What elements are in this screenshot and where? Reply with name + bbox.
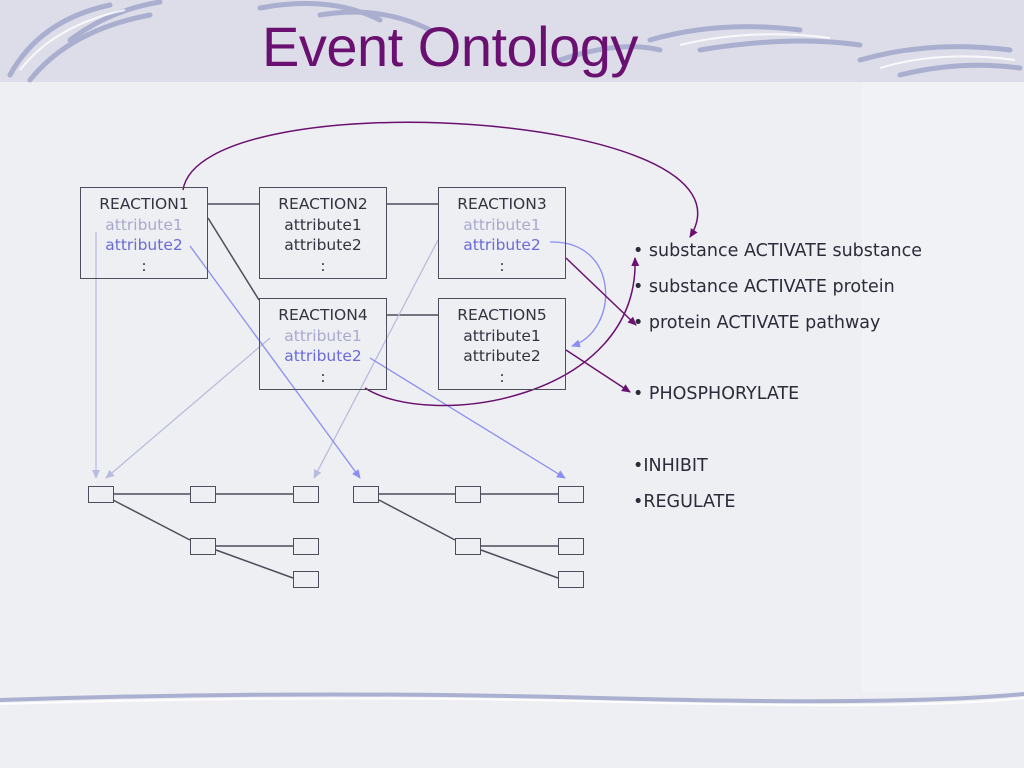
arrow-r3-to-pathway (565, 257, 637, 326)
arrow-r4-attr2-down (369, 357, 566, 479)
reaction3-attribute1: attribute1 (463, 215, 541, 234)
event-type-regulate: •REGULATE (633, 492, 736, 512)
tree-right-node (558, 538, 584, 555)
tree-right-node (558, 571, 584, 588)
slide-title: Event Ontology (262, 15, 638, 78)
reaction1-name: REACTION1 (99, 195, 189, 213)
tree-right-edge-5 (480, 549, 559, 579)
reaction3-attribute2: attribute2 (463, 236, 541, 254)
event-type-activate-pathway: • protein ACTIVATE pathway (633, 313, 881, 333)
reaction5-attribute2: attribute2 (463, 347, 541, 365)
reaction4-name: REACTION4 (278, 306, 368, 324)
tree-right-node (558, 486, 584, 503)
event-type-phosphorylate: • PHOSPHORYLATE (633, 384, 800, 404)
arc-r1-to-list (182, 121, 699, 238)
tree-right-node-root (353, 486, 379, 503)
reaction1-attribute2: attribute2 (105, 236, 183, 254)
arc-r4-to-list (364, 257, 640, 407)
tree-left-node (190, 486, 216, 503)
event-type-inhibit: •INHIBIT (633, 456, 708, 476)
reaction5-attribute1: attribute1 (463, 326, 541, 345)
reaction1-ellipsis: : (141, 256, 147, 275)
tree-right-edge-3 (378, 499, 456, 541)
reaction1-attribute1: attribute1 (105, 215, 183, 234)
tree-left-node (293, 571, 319, 588)
reaction2-attribute1: attribute1 (284, 215, 362, 234)
reaction2-box: REACTION2 attribute1 attribute2 : (259, 187, 387, 279)
arrow-r3-attr1-down (313, 239, 439, 479)
reaction2-ellipsis: : (320, 256, 326, 275)
reaction2-attribute2: attribute2 (284, 236, 362, 254)
event-type-activate-protein: • substance ACTIVATE protein (633, 277, 895, 297)
arrow-r3-attr2-curve (549, 241, 607, 348)
reaction5-box: REACTION5 attribute1 attribute2 : (438, 298, 566, 390)
tree-left-node-root (88, 486, 114, 503)
reaction5-name: REACTION5 (457, 306, 547, 324)
tree-left-node (190, 538, 216, 555)
reaction2-name: REACTION2 (278, 195, 368, 213)
link-r1-r4 (207, 217, 260, 301)
reaction4-attribute2: attribute2 (284, 347, 362, 365)
reaction4-ellipsis: : (320, 367, 326, 386)
tree-right-node (455, 538, 481, 555)
event-type-activate-substance: • substance ACTIVATE substance (633, 241, 922, 261)
arrow-r1-attr2-down (189, 245, 361, 479)
tree-left-edge-3 (112, 499, 191, 541)
reaction3-box: REACTION3 attribute1 attribute2 : (438, 187, 566, 279)
reaction5-ellipsis: : (499, 367, 505, 386)
reaction3-name: REACTION3 (457, 195, 547, 213)
reaction3-ellipsis: : (499, 256, 505, 275)
arrow-r5-to-phos (565, 349, 631, 393)
tree-left-node (293, 486, 319, 503)
reaction4-attribute1: attribute1 (284, 326, 362, 345)
arrow-r4-attr1-down (105, 337, 271, 479)
reaction4-box: REACTION4 attribute1 attribute2 : (259, 298, 387, 390)
tree-right-node (455, 486, 481, 503)
tree-left-edge-5 (215, 549, 294, 579)
tree-left-node (293, 538, 319, 555)
reaction1-box: REACTION1 attribute1 attribute2 : (80, 187, 208, 279)
